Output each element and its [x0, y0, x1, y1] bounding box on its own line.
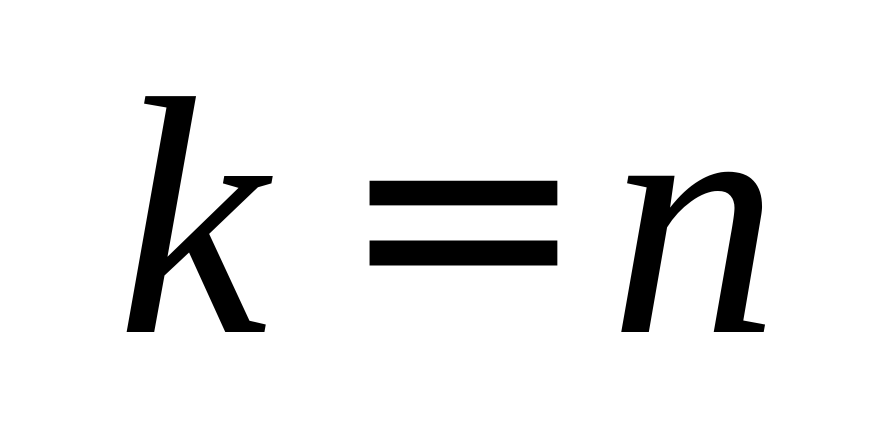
- variable-k: k: [116, 29, 268, 406]
- equals-sign: =: [337, 39, 590, 388]
- variable-n: n: [609, 29, 780, 406]
